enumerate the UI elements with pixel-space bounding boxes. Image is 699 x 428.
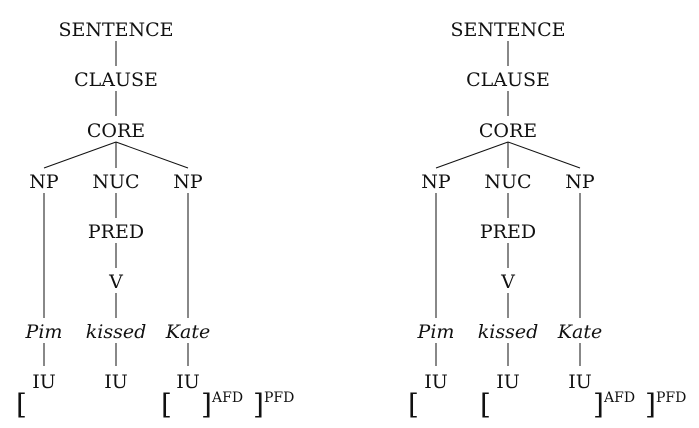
node-clause: CLAUSE — [74, 69, 158, 91]
node-core: CORE — [479, 120, 537, 142]
node-iu-3: IU — [568, 371, 592, 393]
node-sentence: SENTENCE — [450, 19, 565, 41]
node-pred: PRED — [480, 221, 536, 243]
edge-core-np2 — [115, 141, 189, 169]
word-kissed: kissed — [86, 321, 147, 343]
node-iu-2: IU — [104, 371, 128, 393]
superscript-afd: AFD — [211, 390, 243, 406]
tree-left: SENTENCE CLAUSE CORE NP NUC NP PRED V Pi… — [16, 19, 294, 421]
node-iu-1: IU — [32, 371, 56, 393]
word-pim: Pim — [25, 321, 63, 343]
node-np-subject: NP — [421, 171, 451, 193]
word-kate: Kate — [557, 321, 602, 343]
node-sentence: SENTENCE — [58, 19, 173, 41]
superscript-pfd: PFD — [264, 390, 294, 406]
word-kate: Kate — [165, 321, 210, 343]
node-iu-3: IU — [176, 371, 200, 393]
node-iu-1: IU — [424, 371, 448, 393]
node-core: CORE — [87, 120, 145, 142]
node-np-object: NP — [173, 171, 203, 193]
bracket-close-1: ] — [593, 388, 604, 421]
bracket-open-1: [ — [16, 388, 27, 421]
node-v: V — [500, 271, 515, 293]
word-pim: Pim — [417, 321, 455, 343]
bracket-close-2: ] — [645, 388, 656, 421]
node-clause: CLAUSE — [466, 69, 550, 91]
bracket-open-2: [ — [161, 388, 172, 421]
edge-core-np2 — [507, 141, 581, 169]
edge-core-np1 — [435, 141, 509, 169]
node-np-object: NP — [565, 171, 595, 193]
node-nuc: NUC — [92, 171, 139, 193]
bracket-open-1: [ — [408, 388, 419, 421]
bracket-close-1: ] — [201, 388, 212, 421]
node-v: V — [108, 271, 123, 293]
bracket-close-2: ] — [253, 388, 264, 421]
tree-right: SENTENCE CLAUSE CORE NP NUC NP PRED V Pi… — [408, 19, 686, 421]
node-iu-2: IU — [496, 371, 520, 393]
node-np-subject: NP — [29, 171, 59, 193]
word-kissed: kissed — [478, 321, 539, 343]
bracket-open-2: [ — [480, 388, 491, 421]
edge-core-np1 — [43, 141, 117, 169]
node-nuc: NUC — [484, 171, 531, 193]
node-pred: PRED — [88, 221, 144, 243]
superscript-afd: AFD — [603, 390, 635, 406]
superscript-pfd: PFD — [656, 390, 686, 406]
